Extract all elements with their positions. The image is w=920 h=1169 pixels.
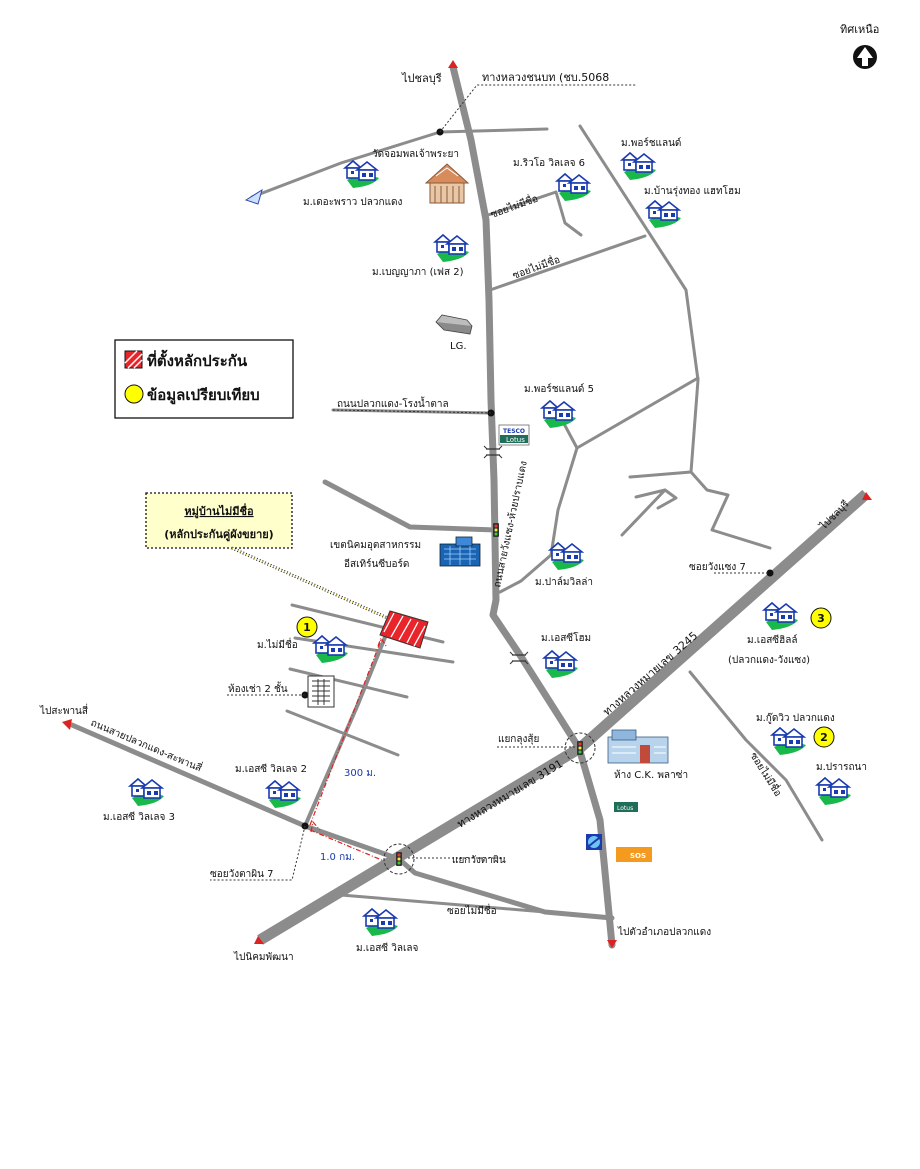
road-hwy-3245: ทางหลวงหมายเลข 3245	[600, 629, 700, 718]
dest-nikhom-phatthana: ไปนิคมพัฒนา	[233, 951, 294, 963]
distance-1km: 1.0 กม.	[320, 852, 355, 863]
road-hwy-3191: ทางหลวงหมายเลข 3191	[455, 757, 565, 830]
house-icon	[541, 400, 577, 429]
sos-text: SOS	[630, 852, 646, 860]
legend-comparable-label: ข้อมูลเปรียบเทียบ	[147, 386, 260, 405]
road-pluak-daeng-sapan-si: ถนนสายปลวกแดง-สะพานสี่	[89, 715, 204, 775]
place-esc-village-3: ม.เอสซี วิลเลจ 3	[103, 811, 175, 823]
place-apartment: ห้องเช่า 2 ชั้น	[228, 681, 288, 695]
small-lotus-text: Lotus	[617, 805, 633, 812]
road-soi-no-name-2: ซอยไม่มีชื่อ	[510, 252, 561, 282]
lotus-text: Lotus	[506, 436, 525, 444]
temple-icon	[424, 163, 470, 204]
road-soi-wang-yang-7: ซอยวังแซง 7	[689, 562, 746, 573]
house-icon	[763, 602, 799, 631]
house-icon	[816, 777, 852, 806]
house-icon	[313, 635, 349, 664]
place-eastern-seaboard-1: เขตนิคมอุตสาหกรรม	[330, 540, 421, 551]
marker-1: 1	[303, 621, 311, 634]
place-esc-home: ม.เอสซีโฮม	[541, 631, 591, 644]
collateral-parcel	[379, 610, 429, 649]
house-icon	[434, 234, 470, 263]
house-icon	[621, 152, 657, 181]
place-esc-hill-sub: (ปลวกแดง-วังแซง)	[728, 655, 810, 666]
small-lotus-sign: Lotus	[614, 802, 638, 812]
callout-title: หมู่บ้านไม่มีชื่อ	[184, 503, 253, 519]
dest-chonburi-top: ไปชลบุรี	[401, 72, 442, 85]
place-no-name-village: ม.ไม่มีชื่อ	[257, 637, 298, 651]
traffic-light-icon	[493, 523, 499, 537]
north-arrow-icon	[853, 45, 877, 69]
traffic-light-icon	[396, 852, 402, 866]
place-good-view: ม.กู๊ดวิว ปลวกแดง	[756, 712, 835, 724]
marker-3: 3	[817, 612, 825, 625]
road-soi-no-name-1: ซอยไม่มีชื่อ	[488, 191, 539, 221]
dest-sapan-si: ไปสะพานสี่	[39, 703, 88, 717]
house-icon	[543, 650, 579, 679]
place-esc-hill: ม.เอสซีฮิลล์	[747, 634, 797, 646]
dest-amphoe-pluak-daeng: ไปตัวอำเภอปลวกแดง	[617, 926, 711, 938]
marker-2: 2	[820, 731, 828, 744]
distance-lines	[309, 636, 387, 862]
callout-subtitle: (หลักประกันคู่ผังขยาย)	[164, 528, 273, 542]
place-porch-land-5: ม.พอร์ชแลนด์ 5	[524, 383, 594, 395]
place-porch-land: ม.พอร์ชแลนด์	[621, 137, 681, 149]
house-icon	[266, 780, 302, 809]
place-esc-village-2: ม.เอสซี วิลเลจ 2	[235, 763, 307, 775]
house-icon	[771, 727, 807, 756]
road-soi-wang-ta-phin-7: ซอยวังตาผิน 7	[210, 869, 274, 880]
roads	[69, 63, 870, 949]
legend-collateral-label: ที่ตั้งหลักประกัน	[147, 349, 248, 370]
destination-arrows	[62, 60, 872, 948]
road-yaek-wang-ta-phin: แยกวังตาผิน	[452, 855, 506, 866]
distance-300m: 300 ม.	[344, 768, 376, 779]
place-river-villa-6: ม.ริวโอ วิลเลจ 6	[513, 156, 585, 169]
north-indicator: ทิศเหนือ	[840, 23, 879, 69]
mall-icon	[607, 729, 669, 764]
place-ban-rung-thong: ม.บ้านรุ่งทอง แฮทโฮม	[644, 184, 741, 197]
collateral-callout: หมู่บ้านไม่มีชื่อ (หลักประกันคู่ผังขยาย)	[145, 492, 393, 622]
comparable-markers: 1 2 3	[296, 607, 835, 748]
apartment-building-icon	[307, 675, 335, 708]
road-pluak-daeng-rong-namtan: ถนนปลวกแดง-โรงน้ำตาล	[337, 396, 449, 410]
road-khonbot: ทางหลวงชนบท (ชบ.5068	[482, 71, 609, 84]
road-soi-no-name-3: ซอยไม่มีชื่อ	[447, 903, 497, 917]
house-icon	[646, 200, 682, 229]
junction-markers	[301, 128, 774, 875]
place-eastern-seaboard-2: อีสเทิร์นซีบอร์ด	[344, 558, 409, 570]
legend: ที่ตั้งหลักประกัน ข้อมูลเปรียบเทียบ	[114, 339, 294, 419]
road-yaek-lung-sui: แยกลุงสุ้ย	[498, 733, 539, 745]
place-wat: วัดจอมพลเจ้าพระยา	[372, 148, 459, 160]
place-lg: LG.	[450, 341, 467, 352]
house-icon	[344, 160, 380, 189]
place-esc-village: ม.เอสซี วิลเลจ	[356, 942, 419, 954]
factory-icon	[435, 314, 473, 335]
building-icon	[439, 536, 481, 567]
place-the-praw: ม.เดอะพราว ปลวกแดง	[303, 197, 403, 208]
tesco-lotus-sign: TESCO Lotus	[498, 424, 530, 446]
place-benyapha-2: ม.เบญญาภา (เฟส 2)	[372, 267, 464, 278]
ptt-logo-icon	[586, 834, 602, 850]
leader-lines	[200, 84, 770, 881]
house-icon	[549, 542, 585, 571]
sos-sign: SOS	[616, 847, 652, 862]
place-prarthana: ม.ปรารถนา	[816, 762, 867, 773]
house-icon	[556, 173, 592, 202]
house-icon	[363, 908, 399, 937]
tesco-text: TESCO	[503, 428, 525, 435]
house-icon	[129, 778, 165, 807]
place-palm-villa: ม.ปาล์มวิลล่า	[535, 576, 593, 588]
place-ck-plaza: ห้าง C.K. พลาซ่า	[614, 769, 688, 781]
traffic-light-icon	[577, 741, 583, 755]
north-label: ทิศเหนือ	[840, 23, 879, 36]
